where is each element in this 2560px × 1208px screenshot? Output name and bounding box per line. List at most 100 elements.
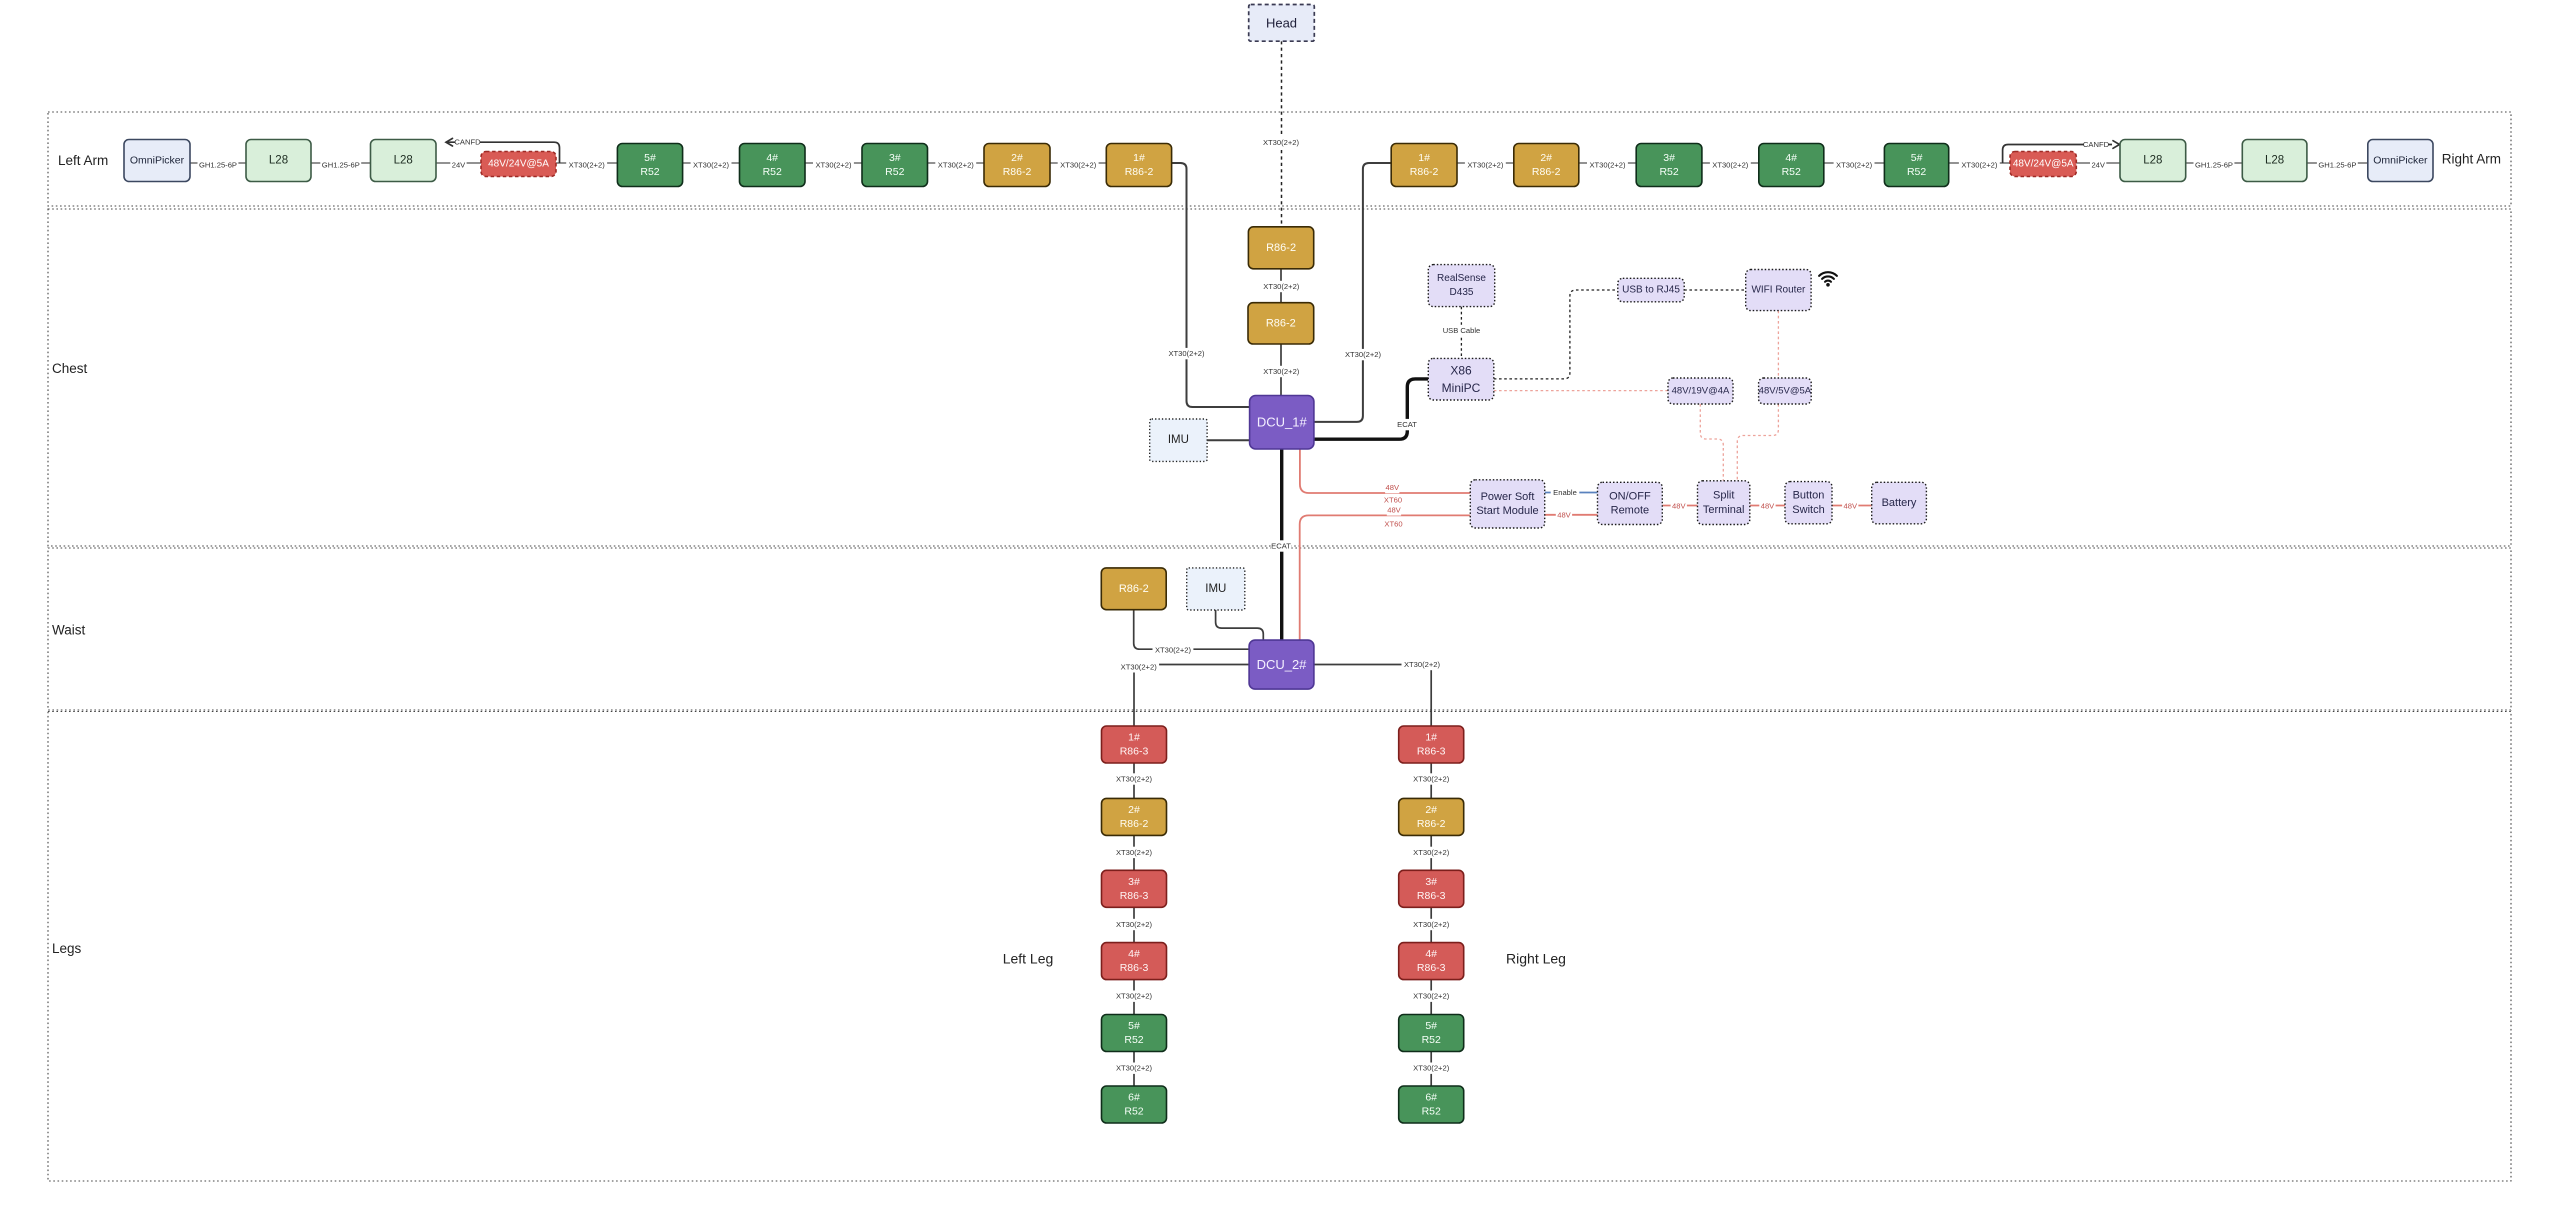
svg-text:Left Leg: Left Leg bbox=[1003, 951, 1054, 967]
svg-text:OmniPicker: OmniPicker bbox=[130, 155, 185, 167]
svg-text:Switch: Switch bbox=[1792, 504, 1824, 516]
svg-text:Terminal: Terminal bbox=[1703, 504, 1745, 516]
svg-text:XT30(2+2): XT30(2+2) bbox=[815, 161, 852, 170]
svg-text:OmniPicker: OmniPicker bbox=[2373, 155, 2428, 167]
svg-text:XT60: XT60 bbox=[1384, 519, 1402, 528]
svg-text:R86-3: R86-3 bbox=[1417, 962, 1446, 974]
svg-text:XT30(2+2): XT30(2+2) bbox=[693, 161, 730, 170]
svg-text:Head: Head bbox=[1266, 15, 1297, 30]
svg-text:4#: 4# bbox=[766, 152, 778, 164]
svg-text:Remote: Remote bbox=[1611, 505, 1650, 517]
svg-text:R52: R52 bbox=[763, 166, 782, 178]
svg-text:5#: 5# bbox=[644, 152, 656, 164]
svg-text:R86-2: R86-2 bbox=[1417, 818, 1446, 830]
svg-text:2#: 2# bbox=[1425, 804, 1437, 816]
svg-text:XT30(2+2): XT30(2+2) bbox=[1263, 367, 1300, 376]
svg-text:3#: 3# bbox=[889, 152, 901, 164]
svg-text:XT30(2+2): XT30(2+2) bbox=[1155, 646, 1192, 655]
svg-text:XT30(2+2): XT30(2+2) bbox=[1404, 660, 1441, 669]
svg-text:R86-3: R86-3 bbox=[1417, 746, 1446, 758]
svg-text:Button: Button bbox=[1793, 490, 1825, 502]
svg-text:DCU_2#: DCU_2# bbox=[1257, 657, 1308, 672]
svg-text:1#: 1# bbox=[1418, 152, 1430, 164]
svg-text:Power Soft: Power Soft bbox=[1481, 491, 1535, 503]
svg-text:XT30(2+2): XT30(2+2) bbox=[1712, 161, 1749, 170]
svg-text:XT30(2+2): XT30(2+2) bbox=[1168, 349, 1205, 358]
svg-text:R52: R52 bbox=[1422, 1034, 1441, 1046]
svg-text:Left Arm: Left Arm bbox=[58, 153, 108, 168]
svg-text:ECAT: ECAT bbox=[1271, 542, 1291, 551]
svg-text:48V/24V@5A: 48V/24V@5A bbox=[2013, 159, 2074, 170]
svg-text:XT30(2+2): XT30(2+2) bbox=[1060, 161, 1097, 170]
svg-text:GH1.25-6P: GH1.25-6P bbox=[322, 161, 360, 170]
svg-text:48V: 48V bbox=[1557, 510, 1571, 519]
svg-text:48V: 48V bbox=[1387, 505, 1401, 514]
svg-text:IMU: IMU bbox=[1168, 434, 1189, 446]
svg-text:48V: 48V bbox=[1844, 502, 1858, 511]
svg-text:XT60: XT60 bbox=[1384, 495, 1402, 504]
svg-text:XT30(2+2): XT30(2+2) bbox=[1121, 662, 1158, 671]
svg-text:WIFI Router: WIFI Router bbox=[1751, 285, 1806, 296]
svg-text:2#: 2# bbox=[1540, 152, 1552, 164]
svg-text:R86-2: R86-2 bbox=[1119, 583, 1149, 595]
svg-text:GH1.25-6P: GH1.25-6P bbox=[2195, 161, 2233, 170]
svg-text:XT30(2+2): XT30(2+2) bbox=[1961, 161, 1998, 170]
svg-text:Waist: Waist bbox=[52, 623, 85, 638]
svg-text:3#: 3# bbox=[1663, 152, 1675, 164]
svg-text:48V/5V@5A: 48V/5V@5A bbox=[1759, 386, 1812, 397]
svg-text:USB to RJ45: USB to RJ45 bbox=[1622, 285, 1680, 296]
svg-text:R52: R52 bbox=[1124, 1106, 1143, 1118]
svg-text:48V: 48V bbox=[1672, 502, 1686, 511]
svg-text:Right Leg: Right Leg bbox=[1506, 951, 1566, 967]
svg-text:R86-3: R86-3 bbox=[1120, 746, 1149, 758]
svg-text:L28: L28 bbox=[2143, 155, 2162, 167]
svg-text:2#: 2# bbox=[1011, 152, 1023, 164]
svg-text:R86-3: R86-3 bbox=[1417, 890, 1446, 902]
svg-text:IMU: IMU bbox=[1205, 583, 1226, 595]
svg-text:R86-3: R86-3 bbox=[1120, 890, 1149, 902]
svg-text:R52: R52 bbox=[885, 166, 904, 178]
svg-text:XT30(2+2): XT30(2+2) bbox=[1467, 161, 1504, 170]
svg-text:XT30(2+2): XT30(2+2) bbox=[1116, 775, 1153, 784]
svg-text:4#: 4# bbox=[1425, 948, 1437, 960]
svg-text:ON/OFF: ON/OFF bbox=[1609, 490, 1651, 502]
svg-text:48V/19V@4A: 48V/19V@4A bbox=[1672, 386, 1730, 397]
svg-text:R52: R52 bbox=[1782, 166, 1801, 178]
svg-text:R86-2: R86-2 bbox=[1266, 317, 1296, 329]
svg-text:XT30(2+2): XT30(2+2) bbox=[1116, 992, 1153, 1001]
svg-text:6#: 6# bbox=[1425, 1092, 1437, 1104]
svg-text:XT30(2+2): XT30(2+2) bbox=[938, 161, 975, 170]
svg-text:XT30(2+2): XT30(2+2) bbox=[1589, 161, 1626, 170]
svg-text:2#: 2# bbox=[1128, 804, 1140, 816]
svg-text:Legs: Legs bbox=[52, 941, 82, 956]
svg-text:3#: 3# bbox=[1425, 876, 1437, 888]
svg-text:Split: Split bbox=[1713, 490, 1734, 502]
svg-text:L28: L28 bbox=[2265, 155, 2284, 167]
svg-text:Start Module: Start Module bbox=[1476, 505, 1538, 517]
svg-text:4#: 4# bbox=[1785, 152, 1797, 164]
svg-text:R86-2: R86-2 bbox=[1125, 166, 1154, 178]
svg-text:XT30(2+2): XT30(2+2) bbox=[1413, 848, 1450, 857]
svg-text:RealSense: RealSense bbox=[1437, 273, 1486, 284]
svg-text:48V: 48V bbox=[1386, 483, 1400, 492]
svg-text:XT30(2+2): XT30(2+2) bbox=[1413, 775, 1450, 784]
svg-text:XT30(2+2): XT30(2+2) bbox=[1116, 920, 1153, 929]
svg-text:USB Cable: USB Cable bbox=[1443, 326, 1481, 335]
svg-text:1#: 1# bbox=[1133, 152, 1145, 164]
svg-text:R86-3: R86-3 bbox=[1120, 962, 1149, 974]
svg-text:R86-2: R86-2 bbox=[1120, 818, 1149, 830]
svg-text:MiniPC: MiniPC bbox=[1442, 381, 1481, 395]
svg-text:Chest: Chest bbox=[52, 361, 88, 376]
svg-text:R86-2: R86-2 bbox=[1410, 166, 1439, 178]
svg-text:48V/24V@5A: 48V/24V@5A bbox=[488, 159, 549, 170]
svg-text:6#: 6# bbox=[1128, 1092, 1140, 1104]
svg-text:Right Arm: Right Arm bbox=[2442, 152, 2501, 167]
svg-text:R86-2: R86-2 bbox=[1266, 242, 1296, 254]
svg-text:R52: R52 bbox=[1124, 1034, 1143, 1046]
svg-text:5#: 5# bbox=[1128, 1020, 1140, 1032]
svg-text:R86-2: R86-2 bbox=[1532, 166, 1561, 178]
svg-text:R52: R52 bbox=[1907, 166, 1926, 178]
svg-text:D435: D435 bbox=[1450, 287, 1474, 298]
svg-text:GH1.25-6P: GH1.25-6P bbox=[2318, 161, 2356, 170]
svg-text:L28: L28 bbox=[269, 155, 288, 167]
